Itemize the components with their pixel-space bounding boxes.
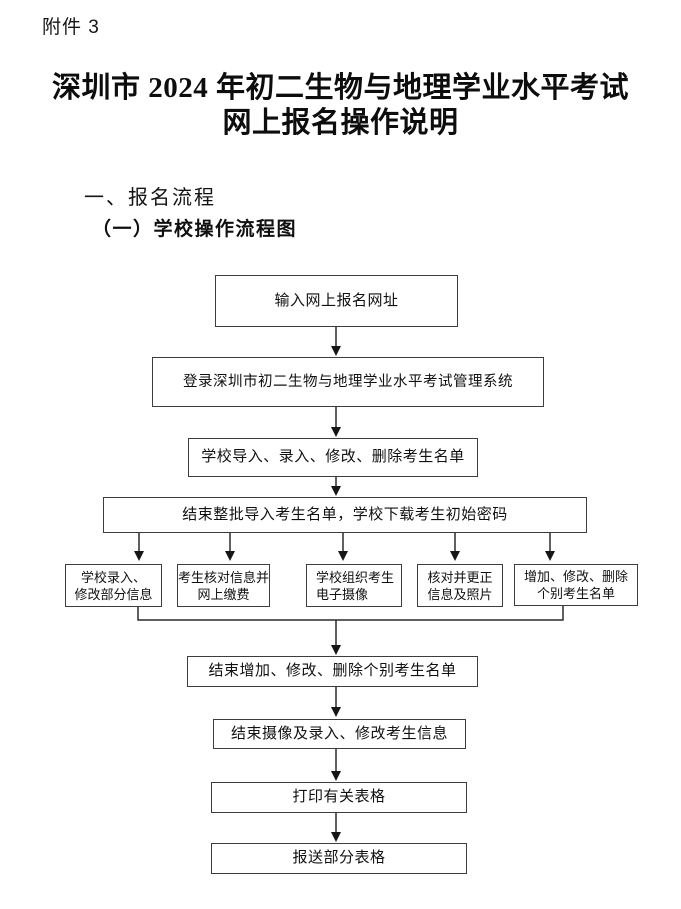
branch-join-line bbox=[137, 606, 564, 621]
arrow-import-to-finish-batch bbox=[331, 477, 341, 496]
arrow-branch-1 bbox=[134, 533, 144, 561]
flow-node-finish-add-modify-delete-individual: 结束增加、修改、删除个别考生名单 bbox=[187, 656, 478, 687]
flow-node-verify-correct-info-photo: 核对并更正 信息及照片 bbox=[417, 564, 503, 607]
flow-node-school-entry-modify-info: 学校录入、 修改部分信息 bbox=[65, 564, 162, 607]
section-heading: 一、报名流程 bbox=[84, 187, 216, 209]
arrow-join-to-finish-individual bbox=[331, 620, 341, 655]
arrow-branch-5 bbox=[545, 533, 555, 561]
subsection-heading: （一）学校操作流程图 bbox=[92, 219, 298, 240]
flow-node-student-verify-info-pay-online: 考生核对信息并 网上缴费 bbox=[177, 564, 270, 607]
flow-node-finish-batch-import-download-password: 结束整批导入考生名单，学校下载考生初始密码 bbox=[103, 497, 587, 533]
arrow-login-to-import bbox=[331, 407, 341, 437]
document-title: 深圳市 2024 年初二生物与地理学业水平考试网上报名操作说明 bbox=[0, 71, 681, 141]
flow-node-login-system: 登录深圳市初二生物与地理学业水平考试管理系统 bbox=[152, 357, 544, 407]
document-title-line-2: 网上报名操作说明 bbox=[222, 107, 459, 139]
flow-node-finish-photo-entry-modify-info: 结束摄像及录入、修改考生信息 bbox=[213, 719, 466, 749]
arrow-enter-url-to-login bbox=[331, 327, 341, 356]
arrow-finish-photo-to-print bbox=[331, 749, 341, 781]
flow-node-school-organize-photo: 学校组织考生 电子摄像 bbox=[306, 564, 402, 607]
attachment-label: 附件 3 bbox=[42, 17, 100, 38]
arrow-print-to-submit bbox=[331, 813, 341, 842]
arrow-branch-2 bbox=[225, 533, 235, 561]
arrow-branch-4 bbox=[450, 533, 460, 561]
arrow-branch-3 bbox=[338, 533, 348, 561]
arrow-finish-individual-to-finish-photo bbox=[331, 687, 341, 717]
flow-node-submit-forms: 报送部分表格 bbox=[211, 843, 467, 874]
flow-node-enter-url: 输入网上报名网址 bbox=[215, 275, 458, 327]
flow-node-add-modify-delete-individual: 增加、修改、删除 个别考生名单 bbox=[514, 564, 638, 606]
flow-node-school-import-entry-edit-delete: 学校导入、录入、修改、删除考生名单 bbox=[188, 438, 478, 477]
flow-node-print-forms: 打印有关表格 bbox=[211, 782, 467, 813]
document-title-line-1: 深圳市 2024 年初二生物与地理学业水平考试 bbox=[51, 72, 629, 104]
